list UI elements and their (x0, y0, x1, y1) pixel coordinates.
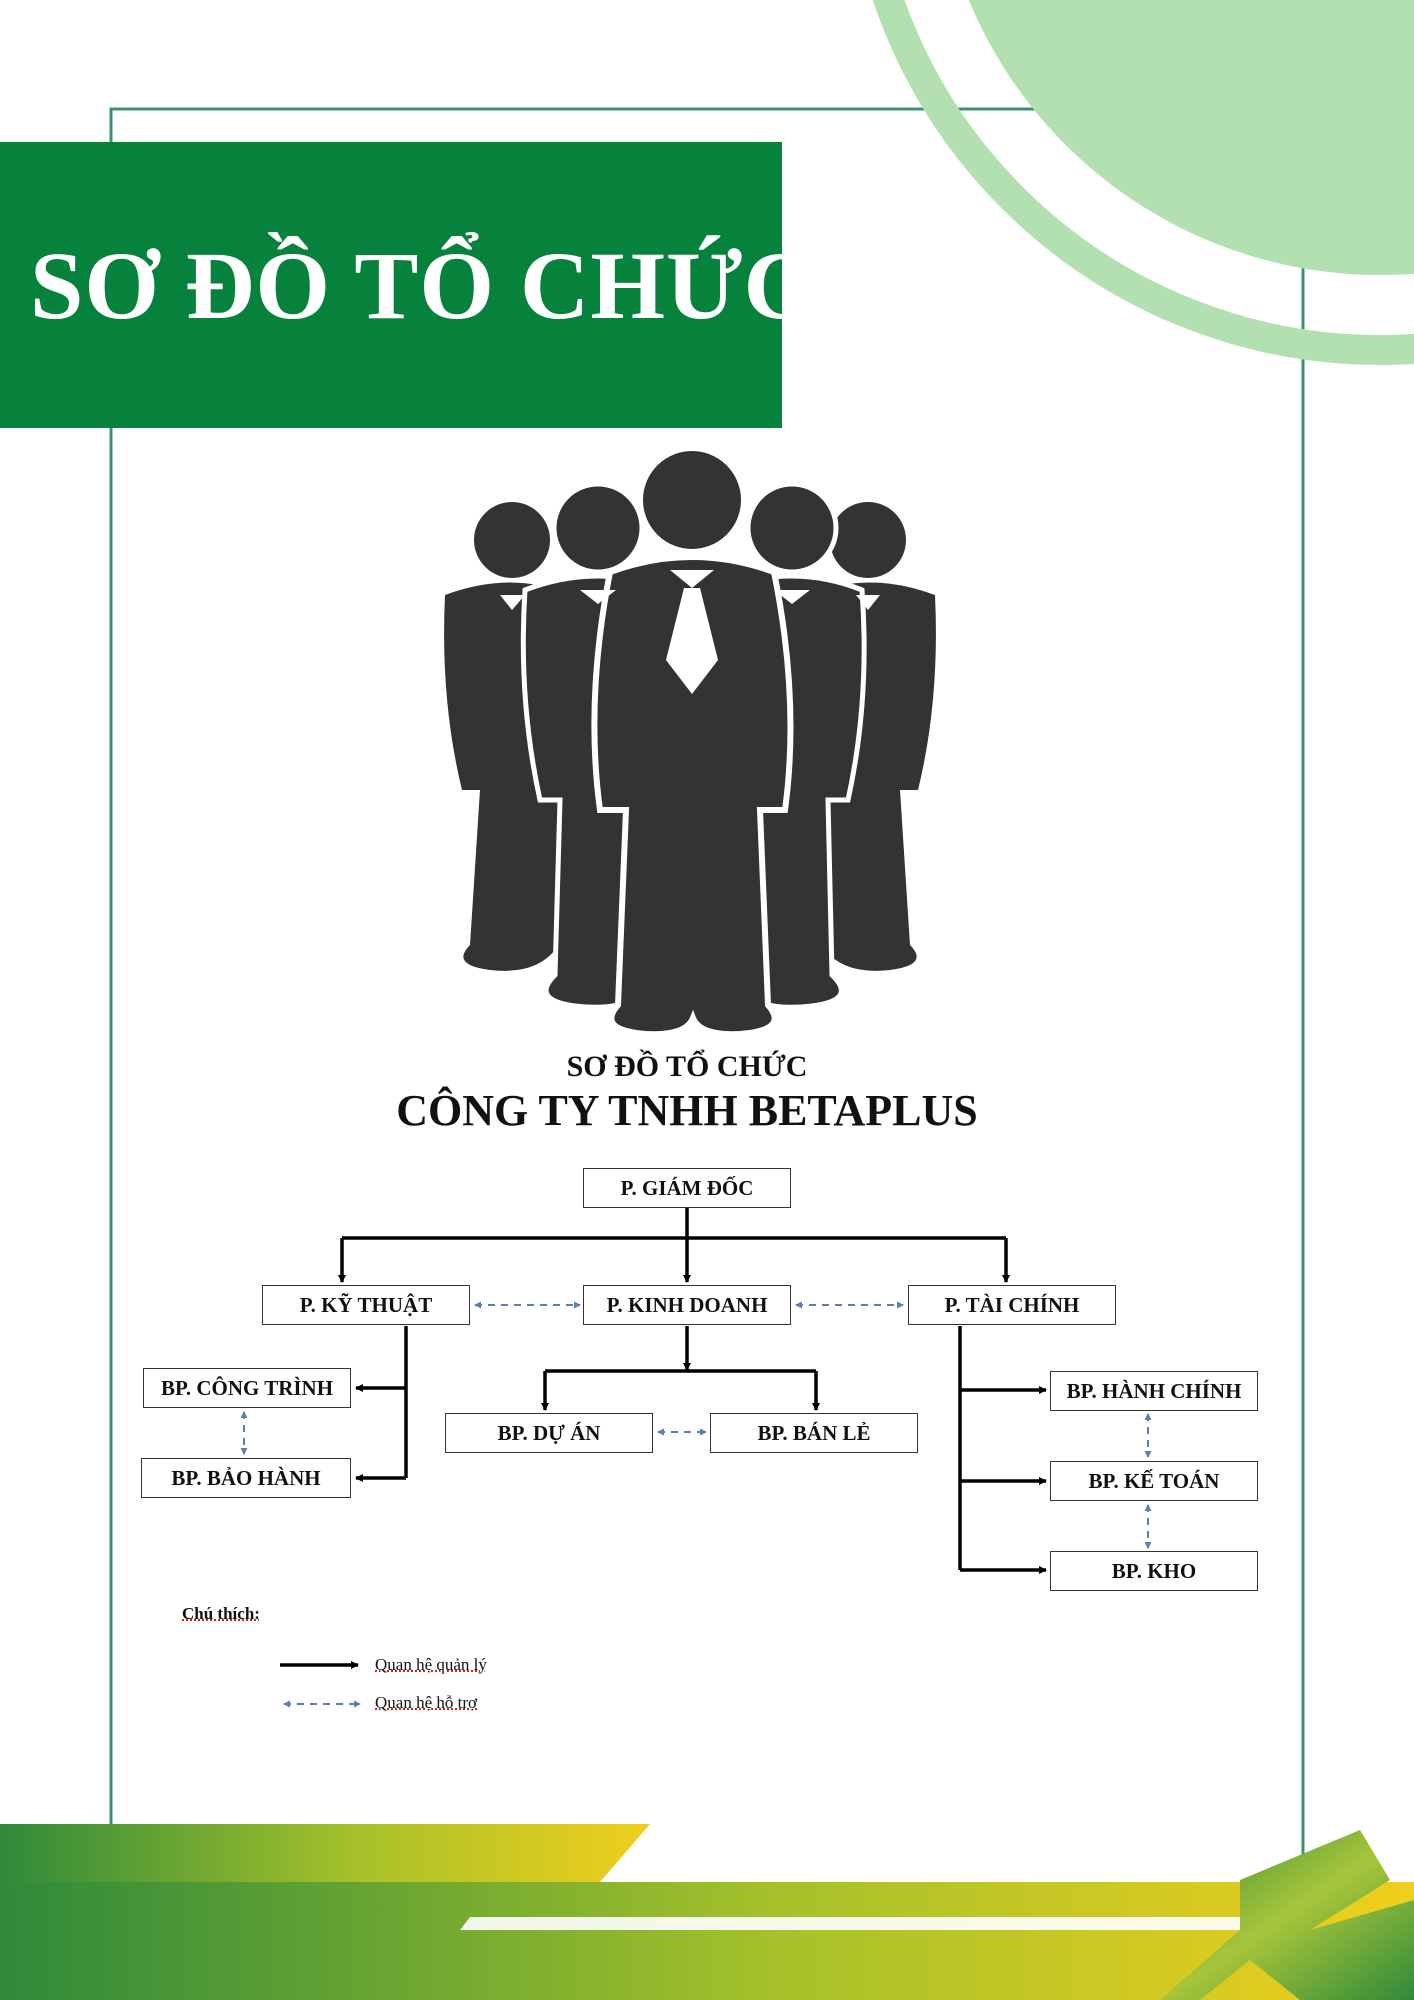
support-connectors (240, 1301, 1152, 1549)
node-kinh-doanh: P. KINH DOANH (583, 1285, 791, 1325)
chart-subtitle: SƠ ĐỒ TỔ CHỨC (566, 1050, 808, 1083)
node-bao-hanh: BP. BẢO HÀNH (141, 1458, 351, 1498)
node-giam-doc: P. GIÁM ĐỐC (583, 1168, 791, 1208)
node-hanh-chinh: BP. HÀNH CHÍNH (1050, 1371, 1258, 1411)
page-title: SƠ ĐỒ TỔ CHỨC (30, 231, 814, 339)
legend-management-label: Quan hệ quản lý (375, 1655, 487, 1674)
node-kho: BP. KHO (1050, 1551, 1258, 1591)
node-ban-le: BP. BÁN LẺ (710, 1413, 918, 1453)
legend-support-label: Quan hệ hỗ trợ (375, 1693, 477, 1712)
people-silhouette (444, 445, 936, 1038)
node-cong-trinh: BP. CÔNG TRÌNH (143, 1368, 351, 1408)
node-ke-toan: BP. KẾ TOÁN (1050, 1461, 1258, 1501)
node-ky-thuat: P. KỸ THUẬT (262, 1285, 470, 1325)
title-banner: SƠ ĐỒ TỔ CHỨC (0, 142, 813, 428)
node-du-an: BP. DỰ ÁN (445, 1413, 653, 1453)
bottom-decoration (0, 1824, 1414, 2000)
decorative-arcs (872, 0, 1414, 365)
company-name: CÔNG TY TNHH BETAPLUS (396, 1086, 978, 1135)
legend-title: Chú thích: (182, 1604, 260, 1623)
management-connectors (338, 1208, 1047, 1574)
node-tai-chinh: P. TÀI CHÍNH (908, 1285, 1116, 1325)
